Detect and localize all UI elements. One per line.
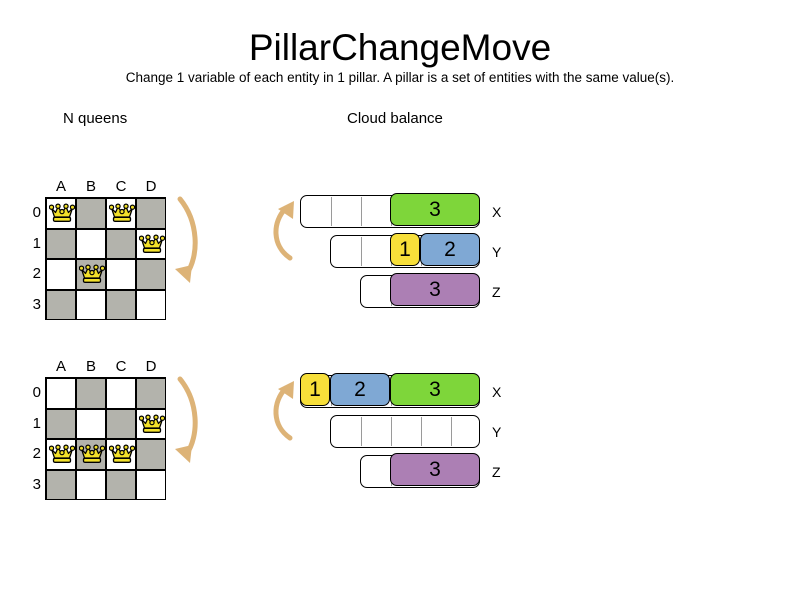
transition-arrow-cloud-before [273,201,294,261]
queen-piece-icon [109,203,135,222]
bar-division-tick [361,417,362,446]
board-column-label-c: C [115,358,127,375]
bar-division-tick [391,417,392,446]
page-subtitle: Change 1 variable of each entity in 1 pi… [125,70,675,85]
page-title: PillarChangeMove [248,27,552,68]
board-cell-b3[interactable] [76,469,106,500]
board-cell-c0[interactable] [106,378,136,409]
board-column-label-c: C [115,178,127,195]
section-title-nqueens: N queens [63,110,128,127]
board-cell-b2[interactable] [76,259,106,290]
cloud-before-label-y: Y [492,244,502,260]
board-cell-a2[interactable] [46,259,76,290]
cloud-after-label-y: Y [492,424,502,440]
cloud-after-segment-x-1[interactable]: 1 [300,373,330,407]
cloud-after-segment-x-3[interactable]: 3 [390,373,480,407]
board-cell-c3[interactable] [106,289,136,320]
cloud-after-label-z: Z [492,464,501,480]
cloud-before-label-z: Z [492,284,501,300]
board-cell-d2[interactable] [136,439,166,470]
board-row-label-0: 0 [32,384,41,401]
board-row-label-1: 1 [32,234,41,252]
board-cell-c1[interactable] [106,408,136,439]
board-cell-a2[interactable] [46,439,76,470]
board-row-label-2: 2 [32,445,41,462]
transition-arrow-nqueens-before [175,196,198,283]
nqueens-board-after: A B C D 0 1 2 3 [33,359,166,500]
board-column-label-d: D [145,358,157,375]
board-row-label-3: 3 [32,295,41,313]
cloud-after-segment-x-2[interactable]: 2 [330,373,390,407]
queen-piece-icon [79,444,105,463]
board-cell-d1[interactable] [136,228,166,259]
board-cell-d0[interactable] [136,378,166,409]
board-cell-a1[interactable] [46,228,76,259]
bar-division-tick [331,197,332,226]
bar-division-tick [451,417,452,446]
board-cell-a3[interactable] [46,289,76,320]
cloud-before-segment-z-3[interactable]: 3 [390,273,480,307]
cloud-before-segment-y-1[interactable]: 1 [390,233,420,267]
board-cell-d3[interactable] [136,469,166,500]
board-row-label-1: 1 [32,414,41,432]
board-cell-a1[interactable] [46,408,76,439]
board-cell-b2[interactable] [76,439,106,470]
cloud-before-segment-y-2[interactable]: 2 [420,233,480,267]
cloud-after-bar-y[interactable] [330,415,480,448]
nqueens-board-before: A B C D 0 1 2 3 [33,179,166,320]
queen-piece-icon [109,444,135,463]
board-column-label-d: D [145,178,157,195]
section-title-cloud-balance: Cloud balance [347,110,443,127]
board-cell-d0[interactable] [136,198,166,229]
board-row-label-0: 0 [32,204,41,221]
bar-division-tick [361,197,362,226]
board-cell-a0[interactable] [46,378,76,409]
queen-piece-icon [139,414,165,433]
bar-division-tick [361,237,362,266]
queen-piece-icon [139,234,165,253]
board-cell-b3[interactable] [76,289,106,320]
board-cell-b1[interactable] [76,228,106,259]
board-cell-d2[interactable] [136,259,166,290]
cloud-after-row-y: Y [255,415,515,448]
board-column-label-b: B [85,358,96,375]
board-cell-a0[interactable] [46,198,76,229]
board-cell-b0[interactable] [76,378,106,409]
cloud-after-segment-z-3[interactable]: 3 [390,453,480,487]
board-column-label-a: A [55,358,66,375]
board-row-label-3: 3 [32,475,41,493]
bar-division-tick [421,417,422,446]
cloud-before-segment-x-3[interactable]: 3 [390,193,480,227]
board-cell-c2[interactable] [106,439,136,470]
board-cell-c3[interactable] [106,469,136,500]
board-cell-d1[interactable] [136,408,166,439]
board-column-label-b: B [85,178,96,195]
nqueens-after-grid: A B C D 0 1 2 3 [33,359,166,500]
queen-piece-icon [49,444,75,463]
cloud-before-label-x: X [492,204,502,220]
board-cell-c0[interactable] [106,198,136,229]
transition-arrow-nqueens-after [175,376,198,463]
board-cell-a3[interactable] [46,469,76,500]
board-row-label-2: 2 [32,265,41,282]
board-cell-c1[interactable] [106,228,136,259]
queen-piece-icon [79,264,105,283]
board-cell-b1[interactable] [76,408,106,439]
transition-arrow-cloud-after [273,381,294,441]
nqueens-before-grid: A B C D 0 1 2 3 [33,179,166,320]
board-cell-b0[interactable] [76,198,106,229]
queen-piece-icon [49,203,75,222]
cloud-after-label-x: X [492,384,502,400]
board-column-label-a: A [55,178,66,195]
board-cell-d3[interactable] [136,289,166,320]
board-cell-c2[interactable] [106,259,136,290]
